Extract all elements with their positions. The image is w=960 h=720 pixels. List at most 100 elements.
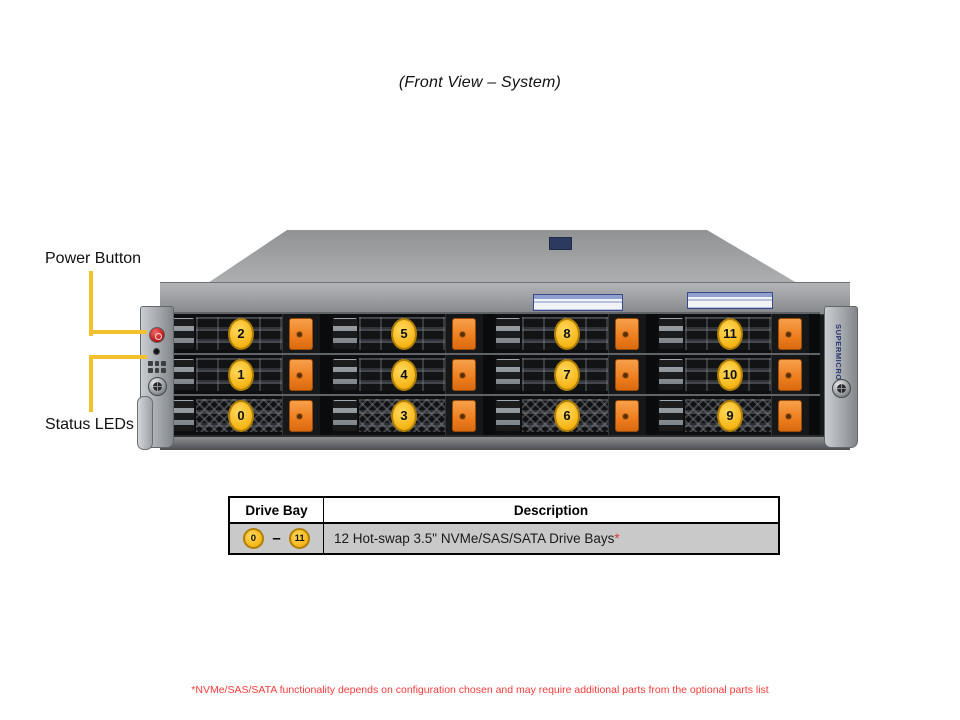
drive-bay-number-badge: 6	[554, 399, 580, 432]
page-title: (Front View – System)	[398, 74, 562, 91]
bay-column-divider	[646, 314, 657, 353]
bay-column-divider	[483, 355, 494, 394]
description-cell: 12 Hot-swap 3.5" NVMe/SAS/SATA Drive Bay…	[323, 522, 780, 555]
power-button-label: Power Button	[45, 250, 142, 267]
keylock-icon	[832, 379, 851, 398]
drive-bay-1: 1	[168, 353, 331, 394]
bay-column-divider	[646, 396, 657, 435]
bay-column-divider	[809, 314, 820, 353]
tray-handle	[659, 318, 683, 349]
bay-column-divider	[646, 355, 657, 394]
tray-latch-strip	[771, 355, 810, 394]
status-callout-line-horizontal	[89, 355, 147, 359]
tray-handle	[659, 400, 683, 431]
tray-latch-button	[615, 400, 639, 432]
left-control-panel	[137, 306, 174, 450]
tray-latch-strip	[608, 314, 647, 353]
drive-bay-7: 7	[494, 353, 657, 394]
bay-column-divider	[809, 396, 820, 435]
led-dot	[148, 361, 153, 366]
drive-bay-3: 3	[331, 394, 494, 435]
chassis-top-sticker	[549, 237, 572, 250]
reset-button-icon	[153, 348, 160, 355]
tray-latch-strip	[608, 396, 647, 435]
drive-bay-number-badge: 8	[554, 317, 580, 350]
tray-latch-button	[289, 400, 313, 432]
chassis-front-lip	[160, 282, 850, 315]
left-ear-handle	[137, 396, 153, 450]
led-dot	[154, 361, 160, 366]
tray-latch-button	[452, 359, 476, 391]
chassis-label-sticker	[687, 292, 773, 309]
led-dot	[161, 368, 166, 373]
tray-handle	[659, 359, 683, 390]
status-leds-icon	[146, 359, 168, 375]
bay-column-divider	[483, 314, 494, 353]
drive-bay-9: 9	[657, 394, 820, 435]
tray-latch-button	[778, 359, 802, 391]
tray-latch-button	[615, 318, 639, 350]
chassis-bottom-rail	[160, 435, 850, 450]
tray-latch-button	[615, 359, 639, 391]
bay-column-divider	[320, 355, 331, 394]
tray-latch-strip	[771, 396, 810, 435]
tray-latch-strip	[445, 355, 484, 394]
tray-latch-button	[289, 359, 313, 391]
tray-latch-strip	[282, 314, 321, 353]
tray-handle	[170, 400, 194, 431]
table-header-row: Drive Bay Description	[228, 496, 780, 524]
tray-latch-button	[452, 318, 476, 350]
chassis-label-sticker	[533, 294, 623, 311]
column-header-description: Description	[323, 496, 780, 524]
tray-latch-strip	[771, 314, 810, 353]
description-text: 12 Hot-swap 3.5" NVMe/SAS/SATA Drive Bay…	[334, 531, 615, 546]
drive-bay-range-cell: 0 – 11	[228, 522, 324, 555]
led-dot	[161, 361, 166, 366]
drive-bay-number-badge: 4	[391, 358, 417, 391]
keylock-core	[153, 382, 162, 391]
drive-bay-4: 4	[331, 353, 494, 394]
power-button-icon	[149, 327, 165, 343]
drive-bay-8: 8	[494, 312, 657, 353]
power-callout-line-horizontal	[89, 330, 147, 334]
power-callout-line-vertical	[89, 271, 93, 336]
tray-handle	[496, 359, 520, 390]
range-dash: –	[272, 530, 281, 547]
tray-handle	[333, 359, 357, 390]
tray-latch-strip	[445, 314, 484, 353]
table-row: 0 – 11 12 Hot-swap 3.5" NVMe/SAS/SATA Dr…	[228, 522, 780, 555]
tray-handle	[170, 359, 194, 390]
right-ear-panel: SUPERMICRO	[824, 306, 858, 448]
column-header-drive-bay: Drive Bay	[228, 496, 324, 524]
tray-latch-button	[778, 318, 802, 350]
footnote-text: *NVMe/SAS/SATA functionality depends on …	[191, 684, 769, 696]
brand-logo: SUPERMICRO	[834, 324, 843, 381]
drive-bay-number-badge: 7	[554, 358, 580, 391]
tray-handle	[170, 318, 194, 349]
drive-bay-number-badge: 0	[228, 399, 254, 432]
bay-range-end-badge: 11	[289, 528, 311, 549]
led-dot	[154, 368, 160, 373]
bay-column-divider	[483, 396, 494, 435]
tray-latch-button	[289, 318, 313, 350]
drive-bay-5: 5	[331, 312, 494, 353]
tray-handle	[496, 318, 520, 349]
tray-latch-strip	[445, 396, 484, 435]
footnote-marker: *	[614, 531, 620, 546]
tray-handle	[496, 400, 520, 431]
tray-latch-strip	[282, 355, 321, 394]
drive-bay-6: 6	[494, 394, 657, 435]
status-callout-line-vertical	[89, 355, 93, 412]
drive-bay-number-badge: 9	[717, 399, 743, 432]
drive-bay-2: 2	[168, 312, 331, 353]
bay-column-divider	[320, 396, 331, 435]
tray-latch-button	[452, 400, 476, 432]
drive-bay-number-badge: 11	[717, 317, 743, 350]
tray-latch-button	[778, 400, 802, 432]
drive-bay-table: Drive Bay Description 0 – 11 12 Hot-swap…	[228, 496, 780, 555]
tray-latch-strip	[282, 396, 321, 435]
led-dot	[148, 368, 153, 373]
drive-bay-11: 11	[657, 312, 820, 353]
keylock-icon	[148, 377, 167, 396]
